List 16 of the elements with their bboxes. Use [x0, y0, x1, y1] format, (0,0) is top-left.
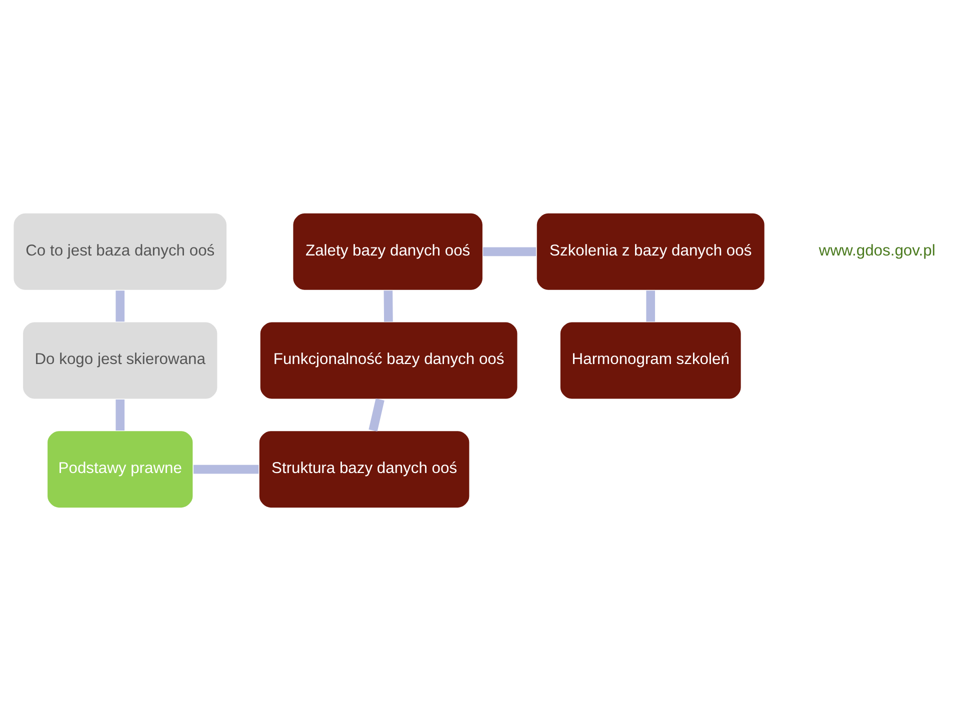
connector	[368, 398, 384, 431]
label: www.gdos.gov.pl	[818, 242, 936, 259]
node-box: Harmonogram szkoleń	[559, 320, 742, 400]
node-box: Zalety bazy danych ooś	[292, 212, 484, 290]
node-box: Szkolenia z bazy danych ooś	[536, 212, 766, 290]
node-box: Do kogo jest skierowana	[22, 320, 218, 400]
connector	[116, 398, 125, 430]
node-box: Podstawy prawne	[46, 430, 194, 508]
node-box: Co to jest baza danych ooś	[12, 212, 228, 290]
connector	[483, 246, 536, 256]
node-box: Funkcjonalność bazy danych ooś	[259, 320, 518, 400]
connector	[116, 290, 125, 322]
connector	[646, 290, 656, 322]
connector	[384, 290, 393, 322]
node-box: Struktura bazy danych ooś	[258, 430, 470, 508]
connector	[194, 464, 259, 474]
